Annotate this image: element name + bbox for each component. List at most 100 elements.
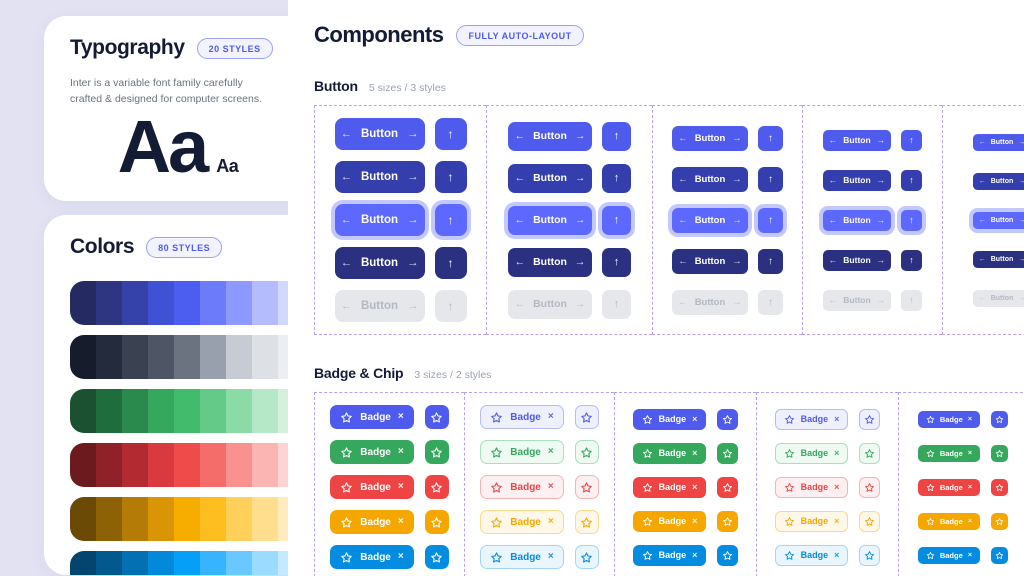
color-swatch[interactable] <box>70 335 96 379</box>
chip-green-md-soft[interactable] <box>859 442 881 464</box>
icon-button-sm-default[interactable]: ↑ <box>901 129 922 151</box>
close-icon[interactable]: × <box>834 413 840 424</box>
close-icon[interactable]: × <box>397 481 404 492</box>
button-xs-pressed[interactable]: ←Button→ <box>973 250 1024 268</box>
close-icon[interactable]: × <box>547 516 554 527</box>
close-icon[interactable]: × <box>967 448 973 458</box>
color-swatch[interactable] <box>174 281 200 325</box>
chip-red-md-soft[interactable] <box>859 476 881 498</box>
color-swatch[interactable] <box>96 443 122 487</box>
color-swatch[interactable] <box>200 551 226 575</box>
chip-indigo-md-solid[interactable] <box>717 408 739 430</box>
badge-sky-md-soft[interactable]: Badge× <box>774 544 849 566</box>
color-swatch[interactable] <box>70 443 96 487</box>
close-icon[interactable]: × <box>692 447 698 458</box>
close-icon[interactable]: × <box>692 515 698 526</box>
close-icon[interactable]: × <box>547 411 554 422</box>
color-swatch[interactable] <box>122 389 148 433</box>
badge-red-lg-soft[interactable]: Badge× <box>480 475 564 499</box>
color-swatch[interactable] <box>174 335 200 379</box>
color-swatch[interactable] <box>148 443 174 487</box>
chip-green-lg-soft[interactable] <box>574 440 599 464</box>
chip-red-lg-soft[interactable] <box>574 475 599 499</box>
button-xl-hover[interactable]: ←Button→ <box>334 161 425 193</box>
close-icon[interactable]: × <box>397 446 404 457</box>
badge-indigo-lg-soft[interactable]: Badge× <box>480 405 564 429</box>
badge-amber-sm-solid[interactable]: Badge× <box>917 512 981 530</box>
color-swatch[interactable] <box>148 335 174 379</box>
icon-button-xl-pressed[interactable]: ↑ <box>434 247 467 279</box>
color-swatch[interactable] <box>122 335 148 379</box>
color-swatch[interactable] <box>122 497 148 541</box>
button-sm-default[interactable]: ←Button→ <box>823 129 891 151</box>
color-swatch[interactable] <box>174 443 200 487</box>
close-icon[interactable]: × <box>834 447 840 458</box>
badge-indigo-md-solid[interactable]: Badge× <box>632 408 707 430</box>
color-swatch[interactable] <box>148 281 174 325</box>
chip-sky-sm-solid[interactable] <box>991 546 1009 564</box>
color-swatch[interactable] <box>200 281 226 325</box>
close-icon[interactable]: × <box>967 516 973 526</box>
chip-indigo-lg-solid[interactable] <box>424 405 449 429</box>
badge-green-md-soft[interactable]: Badge× <box>774 442 849 464</box>
icon-button-lg-focus[interactable]: ↑ <box>602 205 631 235</box>
button-lg-hover[interactable]: ←Button→ <box>508 163 592 193</box>
chip-amber-md-soft[interactable] <box>859 510 881 532</box>
chip-indigo-md-soft[interactable] <box>859 408 881 430</box>
color-swatch[interactable] <box>252 335 278 379</box>
button-md-focus[interactable]: ←Button→ <box>672 207 748 233</box>
close-icon[interactable]: × <box>834 515 840 526</box>
close-icon[interactable]: × <box>547 481 554 492</box>
badge-amber-md-soft[interactable]: Badge× <box>774 510 849 532</box>
icon-button-lg-pressed[interactable]: ↑ <box>602 247 631 277</box>
button-xs-default[interactable]: ←Button→ <box>973 133 1024 151</box>
badge-green-lg-solid[interactable]: Badge× <box>330 440 414 464</box>
icon-button-xl-hover[interactable]: ↑ <box>434 161 467 193</box>
badge-sky-lg-solid[interactable]: Badge× <box>330 545 414 569</box>
chip-sky-lg-soft[interactable] <box>574 545 599 569</box>
chip-red-md-solid[interactable] <box>717 476 739 498</box>
color-swatch[interactable] <box>252 551 278 575</box>
color-swatch[interactable] <box>252 443 278 487</box>
icon-button-md-focus[interactable]: ↑ <box>758 207 783 233</box>
chip-indigo-lg-soft[interactable] <box>574 405 599 429</box>
button-xs-hover[interactable]: ←Button→ <box>973 172 1024 190</box>
badge-amber-lg-solid[interactable]: Badge× <box>330 510 414 534</box>
color-swatch[interactable] <box>148 497 174 541</box>
badge-indigo-md-soft[interactable]: Badge× <box>774 408 849 430</box>
color-swatch[interactable] <box>200 497 226 541</box>
button-lg-default[interactable]: ←Button→ <box>508 121 592 151</box>
close-icon[interactable]: × <box>967 414 973 424</box>
badge-indigo-lg-solid[interactable]: Badge× <box>330 405 414 429</box>
button-xs-focus[interactable]: ←Button→ <box>973 211 1024 229</box>
badge-red-md-solid[interactable]: Badge× <box>632 476 707 498</box>
color-swatch[interactable] <box>174 551 200 575</box>
chip-green-md-solid[interactable] <box>717 442 739 464</box>
chip-red-lg-solid[interactable] <box>424 475 449 499</box>
badge-red-sm-solid[interactable]: Badge× <box>917 478 981 496</box>
button-sm-hover[interactable]: ←Button→ <box>823 169 891 191</box>
color-swatch[interactable] <box>148 389 174 433</box>
color-swatch[interactable] <box>226 551 252 575</box>
close-icon[interactable]: × <box>397 411 404 422</box>
icon-button-sm-pressed[interactable]: ↑ <box>901 249 922 271</box>
chip-red-sm-solid[interactable] <box>991 478 1009 496</box>
chip-amber-lg-solid[interactable] <box>424 510 449 534</box>
close-icon[interactable]: × <box>967 550 973 560</box>
button-xl-default[interactable]: ←Button→ <box>334 118 425 150</box>
chip-sky-md-solid[interactable] <box>717 544 739 566</box>
badge-green-lg-soft[interactable]: Badge× <box>480 440 564 464</box>
color-swatch[interactable] <box>226 335 252 379</box>
color-swatch[interactable] <box>200 335 226 379</box>
color-swatch[interactable] <box>70 281 96 325</box>
chip-green-lg-solid[interactable] <box>424 440 449 464</box>
color-swatch[interactable] <box>252 281 278 325</box>
close-icon[interactable]: × <box>834 481 840 492</box>
badge-green-md-solid[interactable]: Badge× <box>632 442 707 464</box>
color-swatch[interactable] <box>252 389 278 433</box>
badge-red-md-soft[interactable]: Badge× <box>774 476 849 498</box>
icon-button-md-hover[interactable]: ↑ <box>758 166 783 192</box>
close-icon[interactable]: × <box>397 516 404 527</box>
icon-button-sm-focus[interactable]: ↑ <box>901 209 922 231</box>
close-icon[interactable]: × <box>397 551 404 562</box>
